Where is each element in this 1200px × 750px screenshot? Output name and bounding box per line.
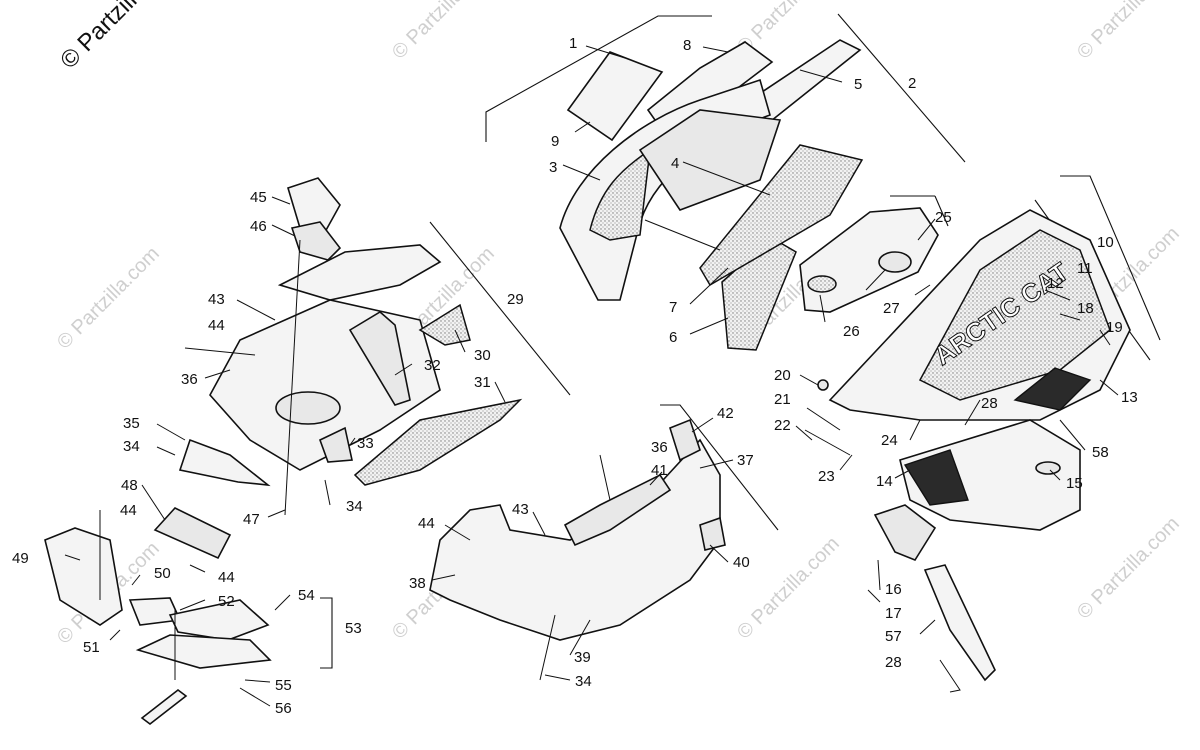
callout-51: 51 bbox=[83, 639, 100, 656]
callout-25: 25 bbox=[935, 209, 952, 226]
panel-49 bbox=[44, 527, 123, 626]
scoop-40 bbox=[699, 516, 726, 551]
callout-13: 13 bbox=[1121, 389, 1138, 406]
callout-43a: 43 bbox=[208, 291, 225, 308]
bracket-33 bbox=[319, 426, 353, 463]
callout-24: 24 bbox=[881, 432, 898, 449]
callout-16: 16 bbox=[885, 581, 902, 598]
cover-54 bbox=[168, 599, 270, 641]
callout-54: 54 bbox=[298, 587, 315, 604]
callout-41: 41 bbox=[651, 462, 668, 479]
copyright-notice: © Partzilla.com bbox=[55, 0, 188, 74]
hood-group bbox=[485, 13, 966, 351]
callout-12: 12 bbox=[1047, 275, 1064, 292]
callout-7: 7 bbox=[669, 299, 677, 316]
callout-43b: 43 bbox=[512, 501, 529, 518]
bezel-46 bbox=[290, 221, 342, 261]
pad-7 bbox=[699, 144, 864, 287]
callout-48: 48 bbox=[121, 477, 138, 494]
callout-labels: 1 2 3 4 5 6 7 8 9 10 11 12 13 14 15 16 1… bbox=[12, 35, 1138, 717]
callout-47: 47 bbox=[243, 511, 260, 528]
callout-6: 6 bbox=[669, 329, 677, 346]
insert-41 bbox=[563, 473, 672, 547]
callout-5: 5 bbox=[854, 76, 862, 93]
bracket-32 bbox=[348, 311, 411, 406]
callout-56: 56 bbox=[275, 700, 292, 717]
callout-1: 1 bbox=[569, 35, 577, 52]
pad-31 bbox=[353, 398, 523, 486]
callout-45: 45 bbox=[250, 189, 267, 206]
callout-33: 33 bbox=[357, 435, 374, 452]
callout-36a: 36 bbox=[181, 371, 198, 388]
callout-36b: 36 bbox=[651, 439, 668, 456]
trim-35 bbox=[178, 438, 271, 487]
bracket-42 bbox=[669, 418, 701, 462]
callout-34c: 34 bbox=[575, 673, 592, 690]
callout-8: 8 bbox=[683, 37, 691, 54]
side-panel-group: ARCTIC CAT bbox=[795, 175, 1161, 693]
callout-10: 10 bbox=[1097, 234, 1114, 251]
watermark: © Partzilla.com bbox=[1073, 0, 1184, 64]
watermark: © Partzilla.com bbox=[1073, 513, 1184, 624]
callout-39: 39 bbox=[574, 649, 591, 666]
callout-22: 22 bbox=[774, 417, 791, 434]
callout-38: 38 bbox=[409, 575, 426, 592]
callout-44b: 44 bbox=[120, 502, 137, 519]
callout-29: 29 bbox=[507, 291, 524, 308]
callout-4: 4 bbox=[671, 155, 679, 172]
cover-53 bbox=[135, 634, 272, 669]
callout-30: 30 bbox=[474, 347, 491, 364]
gasket-45 bbox=[287, 177, 341, 233]
lower-left-group bbox=[44, 484, 333, 726]
callout-9: 9 bbox=[551, 133, 559, 150]
console-group bbox=[156, 177, 571, 518]
callout-53: 53 bbox=[345, 620, 362, 637]
callout-34a: 34 bbox=[123, 438, 140, 455]
callout-11: 11 bbox=[1077, 260, 1093, 277]
callout-32: 32 bbox=[424, 357, 441, 374]
panel-48 bbox=[153, 507, 232, 560]
callout-44a: 44 bbox=[208, 317, 225, 334]
strip-57 bbox=[923, 564, 996, 682]
callout-3: 3 bbox=[549, 159, 557, 176]
callout-20: 20 bbox=[774, 367, 791, 384]
callout-46: 46 bbox=[250, 218, 267, 235]
plate-16 bbox=[873, 504, 937, 561]
callout-35: 35 bbox=[123, 415, 140, 432]
callout-52: 52 bbox=[218, 593, 235, 610]
strut bbox=[140, 688, 188, 726]
callout-37: 37 bbox=[737, 452, 754, 469]
callout-27: 27 bbox=[883, 300, 900, 317]
callout-28b: 28 bbox=[885, 654, 902, 671]
callout-19: 19 bbox=[1106, 319, 1123, 336]
callout-23: 23 bbox=[818, 468, 835, 485]
callout-55: 55 bbox=[275, 677, 292, 694]
callout-28a: 28 bbox=[981, 395, 998, 412]
callout-26: 26 bbox=[843, 323, 860, 340]
callout-17: 17 bbox=[885, 605, 902, 622]
watermark: © Partzilla.com bbox=[733, 533, 844, 644]
callout-14: 14 bbox=[876, 473, 893, 490]
callout-21: 21 bbox=[774, 391, 791, 408]
callout-49: 49 bbox=[12, 550, 29, 567]
callout-34b: 34 bbox=[346, 498, 363, 515]
callout-58: 58 bbox=[1092, 444, 1109, 461]
callout-57: 57 bbox=[885, 628, 902, 645]
panel-9 bbox=[566, 51, 664, 142]
callout-44c: 44 bbox=[218, 569, 235, 586]
callout-50: 50 bbox=[154, 565, 171, 582]
callout-15: 15 bbox=[1066, 475, 1083, 492]
callout-42: 42 bbox=[717, 405, 734, 422]
callout-18: 18 bbox=[1077, 300, 1094, 317]
belly-pan-group bbox=[429, 404, 779, 681]
callout-2: 2 bbox=[908, 75, 916, 92]
watermark: © Partzilla.com bbox=[53, 243, 164, 354]
watermark: © Partzilla.com bbox=[388, 0, 499, 64]
callout-40: 40 bbox=[733, 554, 750, 571]
callout-44d: 44 bbox=[418, 515, 435, 532]
callout-31: 31 bbox=[474, 374, 491, 391]
